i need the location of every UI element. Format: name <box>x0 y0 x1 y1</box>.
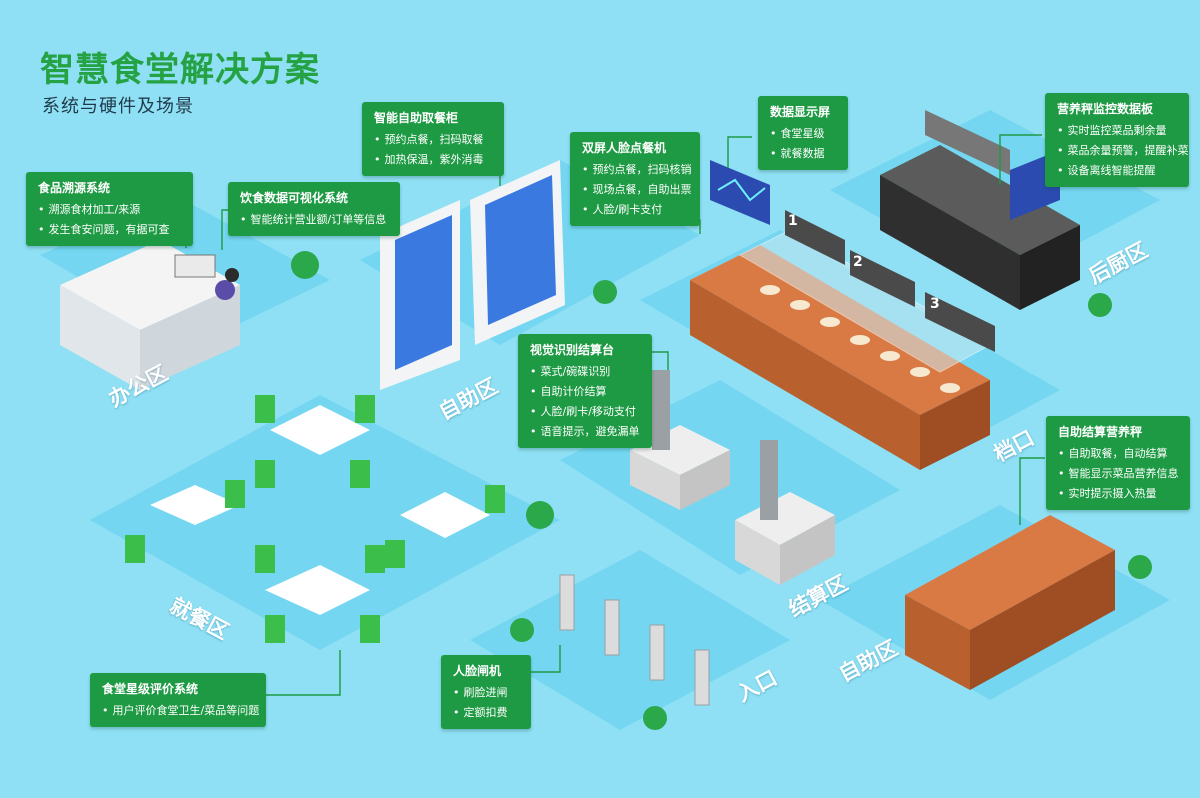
card-title: 双屏人脸点餐机 <box>582 141 667 155</box>
menu-boards <box>785 210 995 352</box>
menu-board-2-label: 2 <box>853 254 863 270</box>
checkout-stations <box>630 370 835 585</box>
card-item: 智能统计营业额/订单等信息 <box>240 210 390 230</box>
card-item: 用户评价食堂卫生/菜品等问题 <box>102 701 260 721</box>
card-item: 现场点餐，自助出票 <box>582 180 692 200</box>
floor-entrance <box>470 550 790 730</box>
food-counter <box>690 229 992 470</box>
card-item: 智能显示菜品营养信息 <box>1058 464 1180 484</box>
face-gates <box>559 574 710 706</box>
card-item: 刷脸进闸 <box>453 683 521 703</box>
card-title: 饮食数据可视化系统 <box>240 191 349 205</box>
card-food-traceability: 食品溯源系统 溯源食材加工/来源 发生食安问题，有据可查 <box>26 172 193 246</box>
card-item: 预约点餐，扫码取餐 <box>374 130 494 150</box>
smart-lockers <box>380 160 565 390</box>
card-item: 定额扣费 <box>453 703 521 723</box>
card-item: 人脸/刷卡/移动支付 <box>530 402 642 422</box>
card-rating-system: 食堂星级评价系统 用户评价食堂卫生/菜品等问题 <box>90 673 266 727</box>
card-item: 设备离线智能提醒 <box>1057 161 1179 181</box>
card-item: 溯源食材加工/来源 <box>38 200 183 220</box>
card-item: 加热保温，紫外消毒 <box>374 150 494 170</box>
card-title: 食堂星级评价系统 <box>102 682 199 696</box>
card-item: 人脸/刷卡支付 <box>582 200 690 220</box>
card-item: 自助取餐，自动结算 <box>1058 444 1180 464</box>
page-title: 智慧食堂解决方案 <box>40 50 320 90</box>
card-data-display: 数据显示屏 食堂星级 就餐数据 <box>758 96 848 170</box>
card-dual-screen-kiosk: 双屏人脸点餐机 预约点餐，扫码核销 现场点餐，自助出票 人脸/刷卡支付 <box>570 132 700 226</box>
card-item: 发生食安问题，有据可查 <box>38 220 183 240</box>
card-title: 视觉识别结算台 <box>530 343 615 357</box>
menu-board-3-label: 3 <box>930 296 940 312</box>
page-subtitle: 系统与硬件及场景 <box>42 96 194 117</box>
card-title: 自助结算营养秤 <box>1058 425 1143 439</box>
card-title: 营养秤监控数据板 <box>1057 102 1154 116</box>
card-item: 菜品余量预警，提醒补菜 <box>1057 141 1189 161</box>
card-smart-locker: 智能自助取餐柜 预约点餐，扫码取餐 加热保温，紫外消毒 <box>362 102 504 176</box>
card-item: 就餐数据 <box>770 144 838 164</box>
office-desk <box>60 240 240 390</box>
floor-dining <box>90 395 560 650</box>
card-title: 人脸闸机 <box>453 664 502 678</box>
card-item: 自助计价结算 <box>530 382 642 402</box>
card-face-gate: 人脸闸机 刷脸进闸 定额扣费 <box>441 655 531 729</box>
menu-board-1-label: 1 <box>788 213 798 229</box>
card-nutrition-monitor: 营养秤监控数据板 实时监控菜品剩余量 菜品余量预警，提醒补菜 设备离线智能提醒 <box>1045 93 1189 187</box>
dining-tables <box>125 395 505 643</box>
potted-plants <box>291 251 1152 730</box>
card-item: 食堂星级 <box>770 124 838 144</box>
card-title: 数据显示屏 <box>770 105 831 119</box>
data-display-screen <box>710 160 770 225</box>
card-item: 预约点餐，扫码核销 <box>582 160 692 180</box>
card-item: 实时监控菜品剩余量 <box>1057 121 1179 141</box>
card-data-visualization: 饮食数据可视化系统 智能统计营业额/订单等信息 <box>228 182 400 236</box>
card-title: 智能自助取餐柜 <box>374 111 459 125</box>
card-vision-checkout: 视觉识别结算台 菜式/碗碟识别 自助计价结算 人脸/刷卡/移动支付 语音提示，避… <box>518 334 652 448</box>
card-self-checkout-scale: 自助结算营养秤 自助取餐，自动结算 智能显示菜品营养信息 实时提示摄入热量 <box>1046 416 1190 510</box>
card-item: 语音提示，避免漏单 <box>530 422 642 442</box>
card-item: 实时提示摄入热量 <box>1058 484 1180 504</box>
card-title: 食品溯源系统 <box>38 181 111 195</box>
nutrition-scale-counter <box>905 515 1115 690</box>
card-item: 菜式/碗碟识别 <box>530 362 642 382</box>
